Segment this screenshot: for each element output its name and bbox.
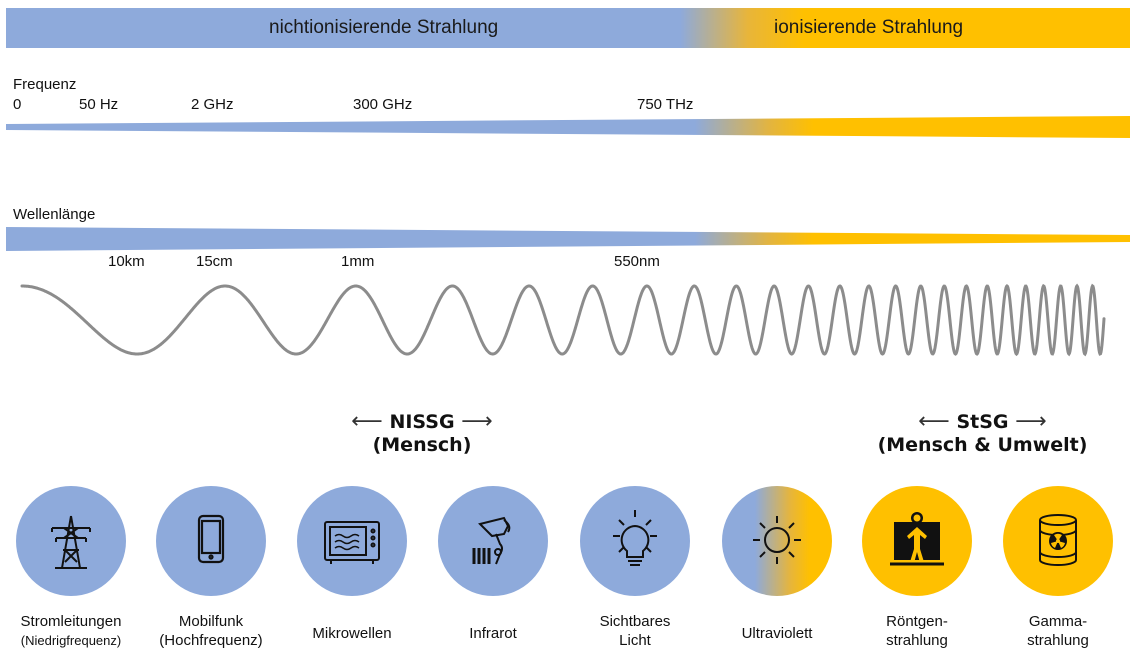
wavelength-tick: 550nm <box>614 253 660 270</box>
nissg-title: NISSG <box>389 411 455 433</box>
caption-line: Röntgen- <box>886 613 948 630</box>
xray-person-icon <box>890 512 944 566</box>
frequency-tick: 300 GHz <box>353 96 413 113</box>
caption-line: Licht <box>619 632 651 649</box>
caption-infrarot: Infrarot <box>418 624 568 643</box>
frequency-tick: 0 <box>13 96 22 113</box>
wave-path <box>20 283 1106 357</box>
frequency-tick: 2 GHz <box>191 96 234 113</box>
category-infrarot <box>438 486 548 596</box>
microwave-oven-icon <box>324 521 380 564</box>
caption-line: (Niedrigfrequenz) <box>20 633 122 648</box>
arrow-right-icon: ⟶ <box>1015 409 1047 434</box>
wavelength-tick: 10km <box>108 253 145 270</box>
caption-line: Gamma- <box>1028 613 1088 630</box>
caption-licht: Sichtbares Licht <box>560 612 710 650</box>
caption-mobilfunk: Mobilfunk (Hochfrequenz) <box>136 612 286 650</box>
caption-line: Mobilfunk <box>178 613 244 630</box>
category-mobilfunk <box>156 486 266 596</box>
mobile-phone-icon <box>197 514 225 564</box>
caption-line: Stromleitungen <box>20 613 122 630</box>
category-ultraviolett <box>722 486 832 596</box>
ionizing-label: ionisierende Strahlung <box>774 17 964 38</box>
nissg-law: ⟵ NISSG ⟶ (Mensch) <box>292 409 552 456</box>
wavelength-tick: 1mm <box>341 253 375 270</box>
nissg-subtitle: (Mensch) <box>372 434 472 456</box>
caption-roentgen: Röntgen- strahlung <box>842 612 992 650</box>
caption-line: strahlung <box>1027 632 1089 649</box>
category-roentgen <box>862 486 972 596</box>
caption-line: Mikrowellen <box>312 625 392 642</box>
stsg-subtitle: (Mensch & Umwelt) <box>877 434 1088 456</box>
wavelength-wedge <box>6 227 1130 251</box>
category-licht <box>580 486 690 596</box>
wavelength-label: Wellenlänge <box>13 206 96 223</box>
category-mikrowellen <box>297 486 407 596</box>
radioactive-barrel-icon <box>1039 514 1077 566</box>
caption-gamma: Gamma- strahlung <box>983 612 1130 650</box>
category-gamma <box>1003 486 1113 596</box>
caption-line: Infrarot <box>469 625 517 642</box>
light-bulb-icon <box>613 510 657 566</box>
wavelength-tick: 15cm <box>196 253 233 270</box>
caption-line: Sichtbares <box>599 613 671 630</box>
arrow-left-icon: ⟵ <box>918 409 950 434</box>
stsg-law: ⟵ StSG ⟶ (Mensch & Umwelt) <box>850 409 1115 456</box>
frequency-tick: 750 THz <box>637 96 694 113</box>
caption-line: strahlung <box>886 632 948 649</box>
caption-stromleitungen: Stromleitungen (Niedrigfrequenz) <box>0 612 146 650</box>
arrow-right-icon: ⟶ <box>461 409 493 434</box>
infrared-heater-icon <box>472 516 511 565</box>
frequency-label: Frequenz <box>13 76 77 93</box>
category-stromleitungen <box>16 486 126 596</box>
non-ionizing-label: nichtionisierende Strahlung <box>269 17 499 38</box>
caption-line: (Hochfrequenz) <box>159 632 263 649</box>
stsg-title: StSG <box>956 411 1009 433</box>
power-pylon-icon <box>51 515 91 569</box>
frequency-wedge <box>6 116 1130 138</box>
radiation-type-bar: nichtionisierende Strahlung ionisierende… <box>6 8 1130 48</box>
sun-icon <box>753 516 801 564</box>
caption-ultraviolett: Ultraviolett <box>702 624 852 643</box>
frequency-tick: 50 Hz <box>79 96 119 113</box>
arrow-left-icon: ⟵ <box>351 409 383 434</box>
caption-mikrowellen: Mikrowellen <box>277 624 427 643</box>
caption-line: Ultraviolett <box>741 625 813 642</box>
